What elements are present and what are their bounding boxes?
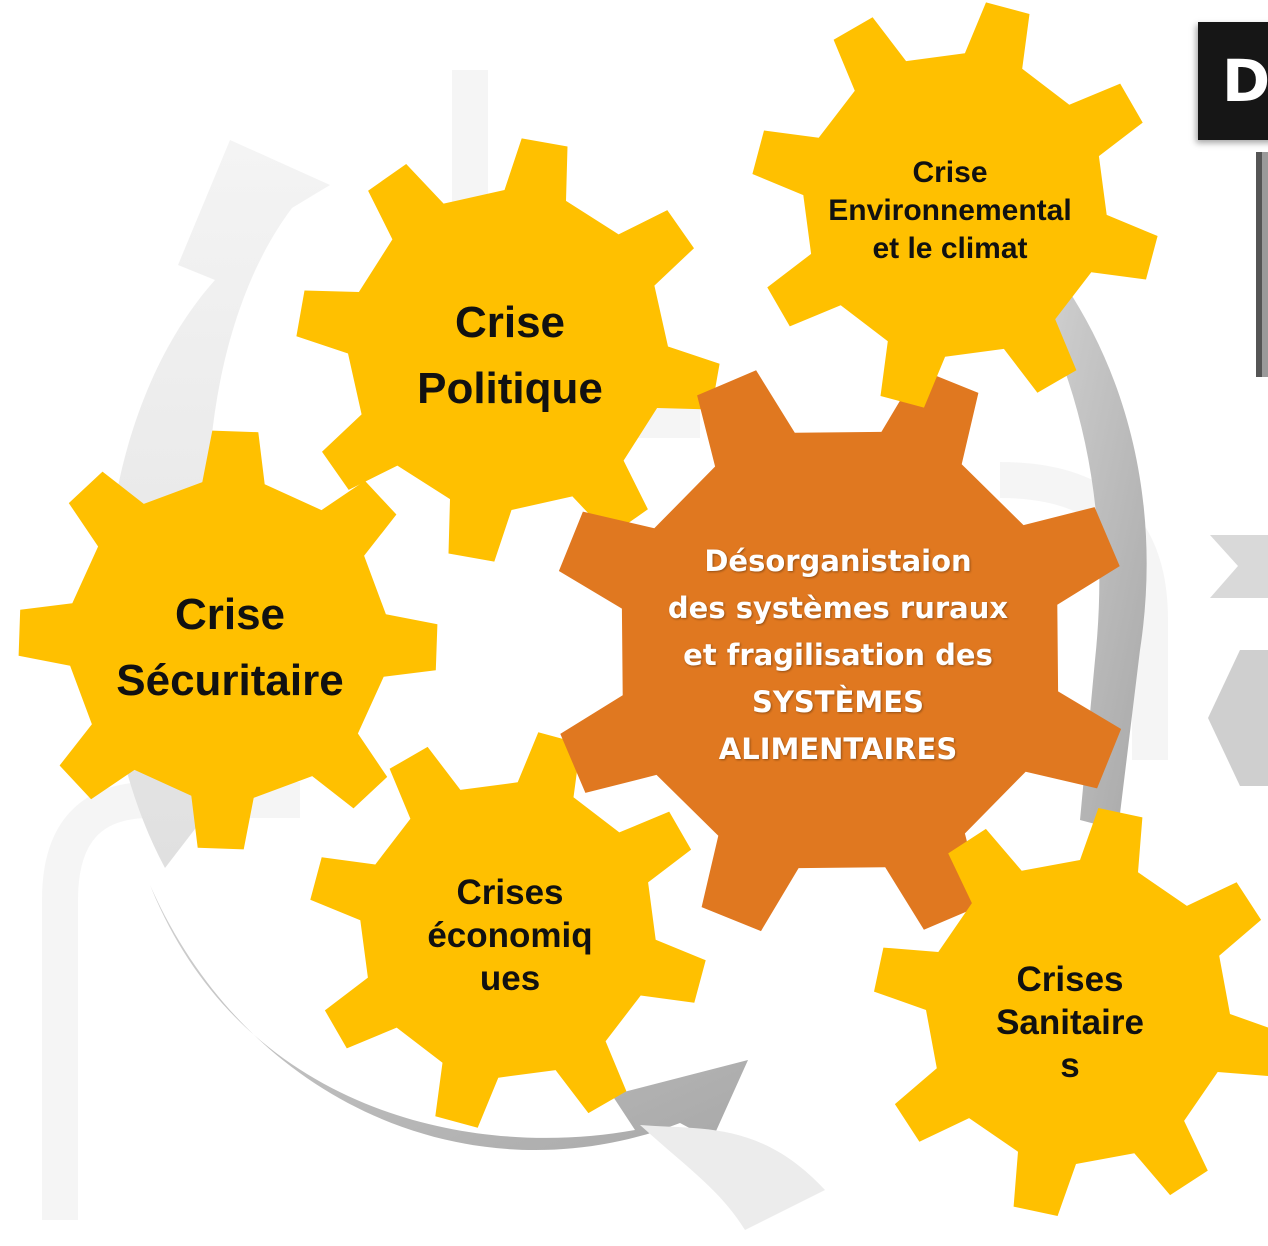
- label-line: ALIMENTAIRES: [718, 732, 958, 766]
- label-line: Crise: [174, 590, 286, 639]
- side-grey-panel: [1256, 152, 1268, 377]
- side-title-letter: D: [1222, 47, 1268, 115]
- label-line: Crises: [1016, 960, 1124, 999]
- label-line: et fragilisation des: [683, 638, 993, 672]
- cycle-arrow-bottom: [150, 885, 748, 1151]
- label-crises-economiques: Crises économiq ues: [380, 871, 640, 1000]
- label-line: s: [1060, 1046, 1080, 1085]
- gear-desorganisation-center: [558, 368, 1122, 932]
- label-line: Crise: [454, 298, 566, 347]
- label-line: SYSTÈMES: [752, 685, 924, 719]
- label-desorganisation-center: Désorganistaion des systèmes ruraux et f…: [598, 538, 1078, 773]
- gear-crises-sanitaires: [874, 808, 1268, 1216]
- cycle-arrow-right: [1035, 285, 1147, 830]
- chevron-right-icon: [1210, 535, 1268, 598]
- label-line: Crises: [456, 873, 564, 912]
- label-line: Sécuritaire: [116, 656, 344, 705]
- cycle-arrow-bottom-right: [640, 1125, 825, 1230]
- label-line: économiq: [427, 916, 593, 955]
- label-crise-securitaire: Crise Sécuritaire: [60, 582, 400, 714]
- label-crise-environnementale: Crise Environnemental et le climat: [790, 154, 1110, 268]
- label-line: Sanitaire: [996, 1003, 1144, 1042]
- label-line: des systèmes ruraux: [667, 591, 1009, 625]
- side-shapes: [1208, 535, 1268, 786]
- gear-crise-politique: [296, 138, 720, 562]
- side-title-tab: [1198, 22, 1268, 140]
- label-crises-sanitaires: Crises Sanitaire s: [950, 958, 1190, 1087]
- label-line: et le climat: [872, 232, 1028, 265]
- label-line: Environnemental: [828, 194, 1072, 227]
- gear-crise-environnementale: [752, 2, 1158, 408]
- label-line: Crise: [912, 156, 988, 189]
- label-crise-politique: Crise Politique: [350, 290, 670, 422]
- gear-crises-economiques: [310, 732, 706, 1128]
- gear-crise-securitaire: [18, 430, 438, 850]
- label-line: ues: [479, 959, 541, 998]
- label-line: Désorganistaion: [704, 544, 972, 578]
- chevron-left-icon: [1208, 650, 1268, 786]
- label-line: Politique: [417, 364, 603, 413]
